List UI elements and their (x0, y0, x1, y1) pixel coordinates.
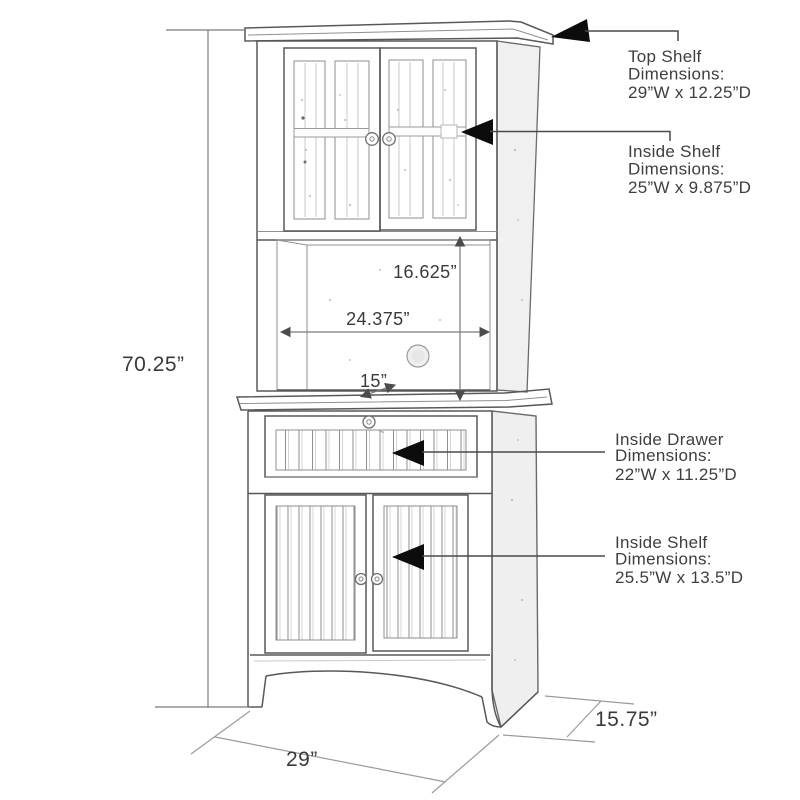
callout-title: Top Shelf (628, 47, 702, 66)
callout-value: 25”W x 9.875”D (628, 178, 751, 197)
opening-width-dimension: 24.375” (279, 309, 491, 338)
drawer-beadboard-panel (275, 429, 467, 471)
overall-height-dimension: 70.25” (122, 29, 252, 708)
door-beadboard-panel (275, 505, 356, 641)
door-beadboard-panel (383, 505, 458, 639)
callout-value: 29”W x 12.25”D (628, 83, 751, 102)
opening-height-label: 16.625” (393, 262, 457, 282)
knob (382, 132, 396, 146)
callout-inside-shelf-bottom: Inside Shelf Dimensions: 25.5”W x 13.5”D (392, 533, 743, 587)
hutch-glass-door-right (379, 47, 477, 231)
knob (365, 132, 379, 146)
hutch-front-frame (256, 40, 498, 392)
counter-depth-dimension: 15” (359, 371, 397, 399)
callout-label: Dimensions: (628, 160, 725, 179)
base-apron-and-feet (248, 654, 539, 728)
callout-label: Dimensions: (615, 446, 712, 465)
callout-title: Inside Drawer (615, 430, 724, 449)
callout-inside-shelf-top: Inside Shelf Dimensions: 25”W x 9.875”D (461, 119, 751, 197)
base-width-dimension: 29” (190, 710, 500, 794)
base-door-knobs (354, 572, 384, 586)
opening-width-label: 24.375” (346, 309, 410, 329)
base-door-left (264, 494, 367, 654)
knob (370, 572, 384, 586)
counter-depth-label: 15” (360, 371, 387, 391)
drawer-knob (362, 415, 376, 429)
hutch-side-panel (496, 40, 541, 393)
callout-arrow-icon (461, 119, 493, 145)
hutch-door-knobs (365, 132, 396, 146)
callout-value: 22”W x 11.25”D (615, 465, 737, 484)
callout-top-shelf: Top Shelf Dimensions: 29”W x 12.25”D (551, 19, 751, 102)
overall-height-label: 70.25” (122, 353, 185, 376)
callout-arrow-icon (392, 544, 424, 570)
base-side-panel (491, 410, 539, 729)
interior-shelf-edge (293, 128, 370, 138)
countertop-molding (235, 388, 553, 411)
furniture-drawing (235, 20, 554, 729)
glass-pane (334, 60, 370, 220)
base-depth-label: 15.75” (595, 708, 658, 731)
glass-pane (432, 59, 467, 219)
callout-label: Dimensions: (615, 550, 712, 569)
base-width-label: 29” (286, 748, 318, 771)
glass-pane (293, 60, 326, 220)
callout-label: Dimensions: (628, 65, 725, 84)
opening-height-dimension: 16.625” (393, 235, 466, 402)
callout-arrow-icon (551, 19, 590, 42)
callout-arrow-icon (392, 440, 424, 466)
knob (354, 572, 368, 586)
base-door-right (372, 494, 469, 652)
callout-title: Inside Shelf (628, 142, 720, 161)
callout-value: 25.5”W x 13.5”D (615, 568, 743, 587)
callout-title: Inside Shelf (615, 533, 707, 552)
base-depth-dimension: 15.75” (502, 695, 658, 743)
callout-inside-drawer: Inside Drawer Dimensions: 22”W x 11.25”D (392, 430, 737, 484)
base-drawer (264, 415, 478, 478)
